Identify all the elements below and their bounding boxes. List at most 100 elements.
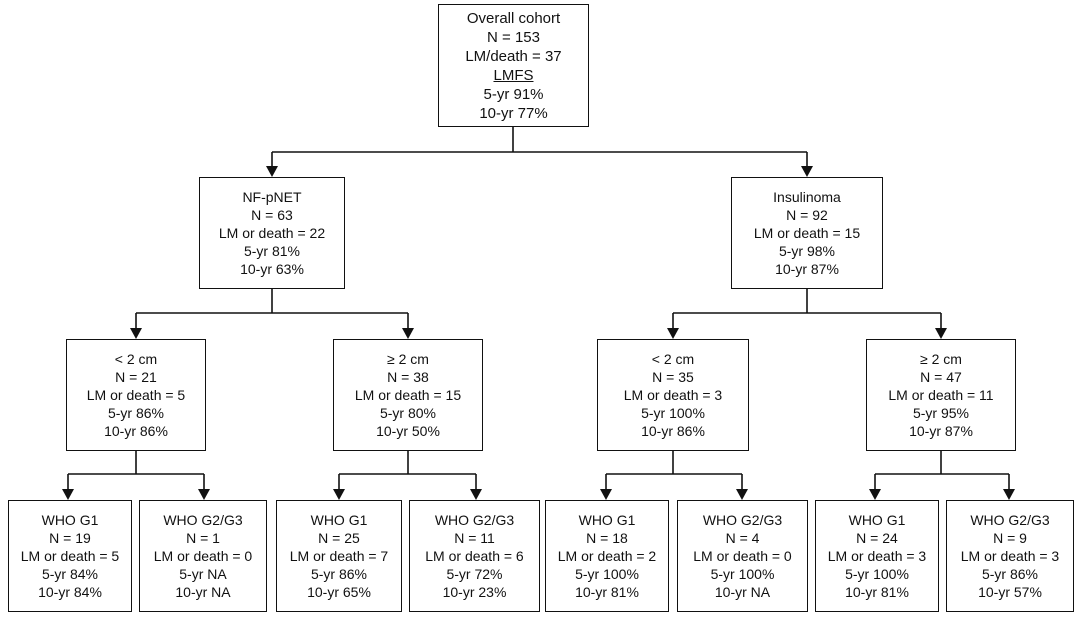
node-5yr: 5-yr 86% [107, 405, 165, 421]
arrowhead [333, 489, 345, 500]
node-title: WHO G1 [310, 512, 368, 528]
node-nf-pnet-2cm-or-more: ≥ 2 cm N = 38 LM or death = 15 5-yr 80% … [333, 339, 483, 451]
node-5yr: 5-yr NA [179, 566, 227, 582]
node-who-g1: WHO G1 N = 24 LM or death = 3 5-yr 100% … [815, 500, 939, 612]
node-10yr: 10-yr 81% [845, 584, 909, 600]
node-n: N = 153 [487, 28, 540, 46]
node-who-g1: WHO G1 N = 18 LM or death = 2 5-yr 100% … [545, 500, 669, 612]
node-n: N = 21 [115, 369, 157, 385]
node-10yr: 10-yr 81% [575, 584, 639, 600]
node-nf-pnet-under-2cm: < 2 cm N = 21 LM or death = 5 5-yr 86% 1… [66, 339, 206, 451]
node-10yr: 10-yr 23% [442, 584, 507, 600]
node-title: WHO G1 [848, 512, 906, 528]
node-5yr: 5-yr 95% [912, 405, 970, 421]
node-title: < 2 cm [114, 351, 158, 367]
arrowhead [402, 328, 414, 339]
arrowhead [736, 489, 748, 500]
node-nf-pnet: NF-pNET N = 63 LM or death = 22 5-yr 81%… [199, 177, 345, 289]
node-title: WHO G2/G3 [434, 512, 515, 528]
arrowhead [470, 489, 482, 500]
node-n: N = 19 [49, 530, 91, 546]
node-title: < 2 cm [651, 351, 695, 367]
node-10yr: 10-yr 87% [775, 261, 839, 277]
node-10yr: 10-yr 86% [104, 423, 168, 439]
node-5yr: 5-yr 80% [379, 405, 437, 421]
node-n: N = 9 [993, 530, 1027, 546]
node-n: N = 63 [251, 207, 293, 223]
node-who-g1: WHO G1 N = 19 LM or death = 5 5-yr 84% 1… [8, 500, 132, 612]
arrowhead [130, 328, 142, 339]
node-who-g2-g3: WHO G2/G3 N = 4 LM or death = 0 5-yr 100… [677, 500, 808, 612]
node-5yr: 5-yr 100% [845, 566, 909, 582]
node-10yr: 10-yr NA [175, 584, 231, 600]
node-title: Insulinoma [773, 189, 841, 205]
node-events: LM or death = 15 [354, 387, 462, 403]
node-insulinoma: Insulinoma N = 92 LM or death = 15 5-yr … [731, 177, 883, 289]
node-who-g1: WHO G1 N = 25 LM or death = 7 5-yr 86% 1… [276, 500, 402, 612]
arrowhead [869, 489, 881, 500]
node-10yr: 10-yr 50% [376, 423, 440, 439]
node-n: N = 24 [856, 530, 898, 546]
node-5yr: 5-yr 84% [41, 566, 99, 582]
node-n: N = 92 [786, 207, 828, 223]
arrowhead [266, 166, 278, 177]
node-n: N = 11 [454, 530, 495, 546]
node-events: LM or death = 3 [623, 387, 723, 403]
node-10yr: 10-yr 65% [307, 584, 371, 600]
node-n: N = 4 [725, 530, 760, 546]
node-events: LM or death = 3 [827, 548, 927, 564]
arrowhead [801, 166, 813, 177]
node-10yr: 10-yr 77% [479, 104, 548, 122]
node-title: WHO G1 [41, 512, 99, 528]
node-title: WHO G2/G3 [702, 512, 783, 528]
node-n: N = 35 [652, 369, 694, 385]
node-n: N = 1 [186, 530, 220, 546]
node-title: WHO G2/G3 [970, 512, 1050, 528]
node-5yr: 5-yr 72% [446, 566, 503, 582]
node-n: N = 47 [920, 369, 962, 385]
node-title: WHO G1 [578, 512, 636, 528]
node-events: LM or death = 2 [557, 548, 657, 564]
node-10yr: 10-yr 86% [641, 423, 705, 439]
node-n: N = 38 [387, 369, 429, 385]
node-title: WHO G2/G3 [163, 512, 243, 528]
node-10yr: 10-yr 63% [240, 261, 304, 277]
node-events: LM/death = 37 [465, 47, 562, 65]
node-metric-label: LMFS [493, 66, 534, 84]
node-title: ≥ 2 cm [920, 351, 962, 367]
node-title: NF-pNET [242, 189, 302, 205]
node-who-g2-g3: WHO G2/G3 N = 11 LM or death = 6 5-yr 72… [409, 500, 540, 612]
node-overall-cohort: Overall cohort N = 153 LM/death = 37 LMF… [438, 4, 589, 127]
node-events: LM or death = 0 [693, 548, 792, 564]
node-10yr: 10-yr 84% [38, 584, 102, 600]
node-who-g2-g3: WHO G2/G3 N = 1 LM or death = 0 5-yr NA … [139, 500, 267, 612]
node-events: LM or death = 3 [960, 548, 1060, 564]
node-5yr: 5-yr 91% [483, 85, 544, 103]
node-5yr: 5-yr 98% [778, 243, 836, 259]
node-events: LM or death = 5 [20, 548, 120, 564]
arrowhead [935, 328, 947, 339]
node-5yr: 5-yr 100% [575, 566, 639, 582]
arrowhead [198, 489, 210, 500]
node-10yr: 10-yr 87% [909, 423, 973, 439]
node-events: LM or death = 0 [153, 548, 253, 564]
node-5yr: 5-yr 81% [243, 243, 301, 259]
node-events: LM or death = 15 [753, 225, 861, 241]
node-10yr: 10-yr 57% [978, 584, 1042, 600]
node-title: Overall cohort [466, 9, 561, 27]
node-10yr: 10-yr NA [714, 584, 771, 600]
arrowhead [667, 328, 679, 339]
node-events: LM or death = 22 [218, 225, 326, 241]
node-n: N = 25 [318, 530, 360, 546]
node-who-g2-g3: WHO G2/G3 N = 9 LM or death = 3 5-yr 86%… [946, 500, 1074, 612]
node-events: LM or death = 7 [289, 548, 389, 564]
node-n: N = 18 [586, 530, 628, 546]
node-5yr: 5-yr 86% [310, 566, 368, 582]
node-5yr: 5-yr 100% [641, 405, 705, 421]
arrowhead [1003, 489, 1015, 500]
node-5yr: 5-yr 86% [981, 566, 1039, 582]
node-events: LM or death = 11 [888, 387, 994, 403]
node-events: LM or death = 5 [86, 387, 186, 403]
node-title: ≥ 2 cm [387, 351, 429, 367]
